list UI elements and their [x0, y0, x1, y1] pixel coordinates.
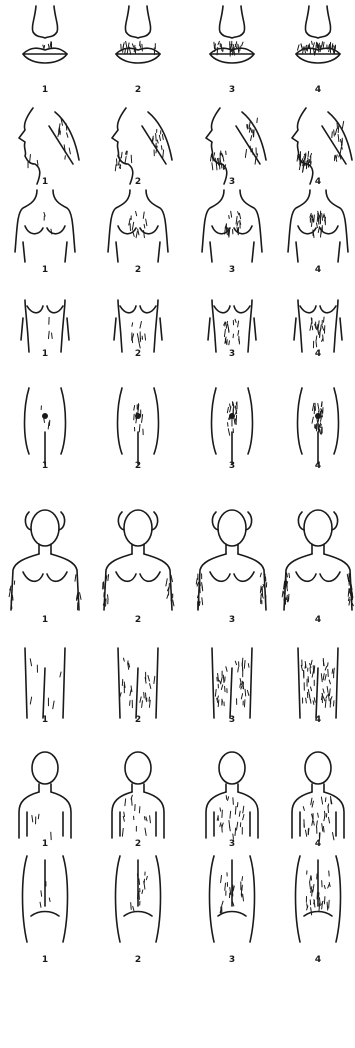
upper-abdomen-figure-2	[114, 300, 162, 352]
upper-lip-figure-4	[296, 6, 340, 63]
row-chest: 1 2 3 4	[15, 190, 348, 275]
lower-abdomen-figure-4	[298, 388, 339, 464]
lower-abdomen-figure-1	[25, 388, 66, 464]
row-lower-abdomen: 1 2 3 4	[25, 388, 339, 471]
buttocks-score-label: 2	[135, 955, 141, 965]
upper-abdomen-figure-4	[294, 300, 342, 352]
buttocks-figure-1	[23, 856, 68, 942]
back-score-label: 3	[229, 839, 235, 849]
lower-abdomen-score-label: 3	[229, 461, 235, 471]
buttocks-score-label: 3	[229, 955, 235, 965]
row-arm: 1 2 3 4	[9, 510, 353, 625]
chest-figure-2	[108, 190, 168, 262]
lower-abdomen-score-label: 1	[42, 461, 48, 471]
thigh-figure-2	[118, 648, 158, 718]
row-upper-lip: 1 2 3 4	[23, 6, 340, 95]
back-figure-1	[19, 752, 71, 840]
buttocks-figure-2	[116, 856, 161, 942]
buttocks-score-label: 1	[42, 955, 48, 965]
buttocks-figure-3	[210, 856, 255, 942]
thigh-figure-4	[298, 648, 338, 718]
row-thigh: 1 2 3 4	[25, 648, 338, 725]
back-score-label: 1	[42, 839, 48, 849]
upper-abdomen-score-label: 3	[229, 349, 235, 359]
chin-score-label: 1	[42, 177, 48, 187]
upper-lip-figure-3	[210, 6, 254, 63]
chin-figure-4	[292, 108, 352, 184]
arm-score-label: 3	[229, 615, 235, 625]
upper-abdomen-figure-1	[21, 300, 69, 352]
back-figure-4	[292, 752, 344, 840]
thigh-score-label: 1	[42, 715, 48, 725]
row-buttocks: 1 2 3 4	[23, 856, 341, 965]
lower-abdomen-score-label: 4	[315, 461, 321, 471]
lower-abdomen-figure-2	[118, 388, 159, 464]
thigh-score-label: 2	[135, 715, 141, 725]
arm-score-label: 4	[315, 615, 321, 625]
chin-score-label: 4	[315, 177, 321, 187]
arm-figure-1	[9, 510, 81, 610]
chest-figure-1	[15, 190, 75, 262]
upper-lip-score-label: 2	[135, 85, 141, 95]
thigh-score-label: 4	[315, 715, 321, 725]
upper-lip-score-label: 3	[229, 85, 235, 95]
chin-score-label: 3	[229, 177, 235, 187]
arm-score-label: 1	[42, 615, 48, 625]
chest-score-label: 3	[229, 265, 235, 275]
chin-figure-1	[19, 108, 79, 184]
thigh-score-label: 3	[229, 715, 235, 725]
upper-abdomen-score-label: 4	[315, 349, 321, 359]
buttocks-score-label: 4	[315, 955, 321, 965]
chest-figure-3	[202, 190, 262, 262]
buttocks-figure-4	[296, 856, 341, 942]
back-score-label: 4	[315, 839, 321, 849]
arm-figure-3	[196, 510, 266, 610]
lower-abdomen-score-label: 2	[135, 461, 141, 471]
upper-lip-score-label: 1	[42, 85, 48, 95]
upper-abdomen-score-label: 1	[42, 349, 48, 359]
upper-lip-figure-2	[116, 6, 160, 63]
chest-figure-4	[288, 190, 348, 262]
chest-score-label: 4	[315, 265, 321, 275]
back-figure-3	[206, 752, 258, 839]
arm-figure-2	[103, 510, 174, 610]
chin-figure-2	[112, 108, 172, 184]
thigh-figure-1	[25, 648, 65, 718]
back-figure-2	[112, 752, 164, 838]
row-chin: 1 2 3 4	[19, 108, 352, 187]
upper-abdomen-score-label: 2	[135, 349, 141, 359]
row-back: 1 2 3 4	[19, 752, 344, 849]
arm-figure-4	[282, 510, 353, 610]
chin-figure-3	[206, 108, 266, 184]
chin-score-label: 2	[135, 177, 141, 187]
row-upper-abdomen: 1 2 3 4	[21, 300, 342, 359]
upper-abdomen-figure-3	[208, 300, 256, 352]
chest-score-label: 1	[42, 265, 48, 275]
upper-lip-score-label: 4	[315, 85, 321, 95]
arm-score-label: 2	[135, 615, 141, 625]
back-score-label: 2	[135, 839, 141, 849]
upper-lip-figure-1	[23, 6, 67, 63]
thigh-figure-3	[212, 648, 252, 718]
chest-score-label: 2	[135, 265, 141, 275]
lower-abdomen-figure-3	[212, 388, 253, 464]
